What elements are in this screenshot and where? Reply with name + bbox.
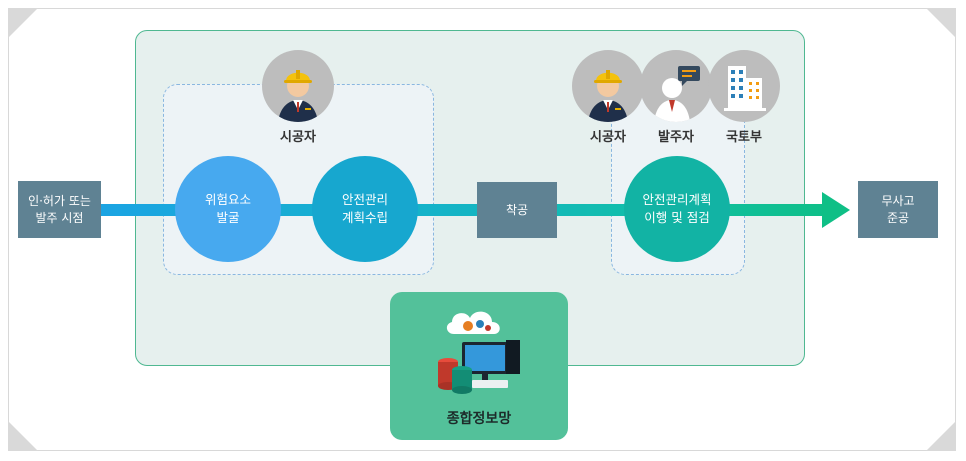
ministry-role-label: 국토부 (726, 130, 762, 145)
business-person-chat-icon (640, 50, 712, 122)
contractor-role-label: 시공자 (590, 130, 626, 145)
cloud-computer-database-icon (432, 300, 528, 400)
completion-box: 무사고 준공 (858, 181, 938, 238)
plan-inspection-circle: 안전관리계획 이행 및 점검 (624, 156, 730, 262)
integrated-info-network-card: 종합정보망 (390, 292, 568, 440)
building-icon (708, 50, 780, 122)
corner-decoration (8, 8, 38, 38)
info-network-label: 종합정보망 (446, 411, 512, 427)
safety-plan-circle: 안전관리 계획수립 (312, 156, 418, 262)
contractor-role-label: 시공자 (280, 130, 316, 145)
construction-worker-icon (262, 50, 334, 122)
corner-decoration (8, 421, 38, 451)
construction-start-box: 착공 (477, 182, 557, 238)
corner-decoration (926, 421, 956, 451)
start-point-box: 인·허가 또는 발주 시점 (18, 181, 101, 238)
risk-identification-circle: 위험요소 발굴 (175, 156, 281, 262)
client-role-label: 발주자 (658, 130, 694, 145)
corner-decoration (926, 8, 956, 38)
flow-arrow-head (822, 192, 850, 228)
construction-worker-icon (572, 50, 644, 122)
